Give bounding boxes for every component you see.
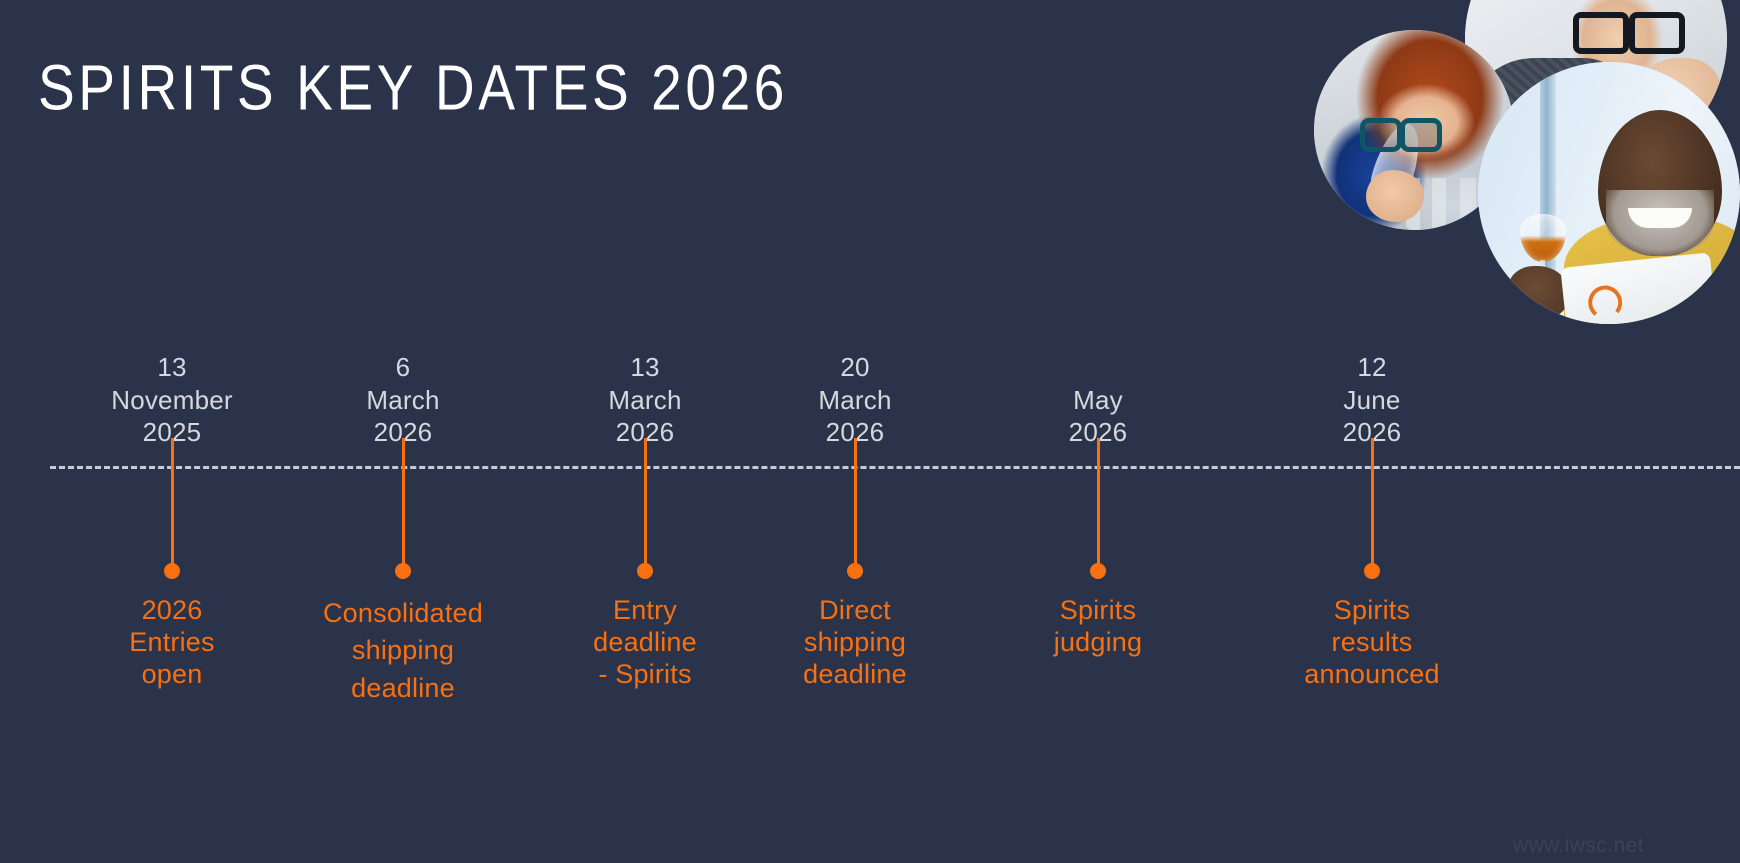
milestone-label-line: Entry — [612, 595, 678, 625]
milestone-date-line: 6 — [395, 352, 411, 383]
photo-man-glasses-eyeglasses — [1573, 12, 1685, 54]
milestone-date-line: 12 — [1357, 352, 1387, 383]
milestone-date-line: 20 — [840, 352, 870, 383]
milestone-label-line: 2026 — [141, 595, 203, 625]
milestone-label-line: deadline — [803, 658, 907, 689]
milestone-connector-line — [1096, 438, 1100, 571]
timeline-axis — [50, 466, 1740, 469]
milestone-connector-line — [170, 438, 174, 571]
milestone-date-line: June — [1343, 384, 1401, 415]
milestone-label-line: results — [1331, 626, 1413, 657]
milestone-dot[interactable] — [637, 563, 653, 579]
photo-smiling-man-smile — [1628, 208, 1692, 228]
milestone-label-line: announced — [1304, 658, 1440, 689]
milestone-dot[interactable] — [164, 563, 180, 579]
milestone-label-line: deadline — [351, 672, 455, 703]
photo-woman-eyeglasses — [1360, 118, 1442, 152]
tasting-glass-bowl — [1520, 214, 1566, 262]
milestone-connector-line — [401, 438, 405, 571]
milestone-label-line: shipping — [803, 626, 907, 657]
milestone-dot[interactable] — [1364, 563, 1380, 579]
page-title: SPIRITS KEY DATES 2026 — [38, 52, 789, 124]
milestone-label-line: Spirits — [1059, 595, 1137, 625]
milestone-date-line: May — [1073, 384, 1123, 415]
photo-cluster — [1310, 0, 1740, 340]
milestone-connector-line — [853, 438, 857, 571]
milestone-label-line: Consolidated — [322, 598, 483, 628]
milestone-dot[interactable] — [1090, 563, 1106, 579]
milestone-date-line: 13 — [157, 352, 187, 383]
photo-smiling-man-with-glass — [1478, 62, 1740, 324]
milestone-label-line: Entries — [129, 626, 215, 657]
milestone-date-line: March — [818, 384, 892, 415]
milestone-connector-line — [1370, 438, 1374, 571]
milestone-dot[interactable] — [847, 563, 863, 579]
watermark: www.iwsc.net — [1513, 834, 1644, 857]
milestone-date-line: November — [111, 384, 233, 415]
milestone-connector-line — [643, 438, 647, 571]
milestone-label-line: shipping — [351, 635, 455, 666]
milestone-label-line: Direct — [819, 595, 891, 625]
milestone-date-line: March — [366, 384, 440, 415]
milestone-date-line: March — [608, 384, 682, 415]
milestone-date-line: 13 — [630, 352, 660, 383]
milestone-dot[interactable] — [395, 563, 411, 579]
milestone-label: Consolidated shipping deadline — [273, 595, 533, 707]
milestone-label-line: Spirits — [1333, 595, 1411, 625]
photo-woman-hand — [1366, 170, 1424, 222]
photo-smiling-man-hand — [1508, 266, 1570, 320]
milestone-label-line: open — [141, 658, 203, 689]
milestone-label-line: judging — [1053, 626, 1143, 657]
milestone-label-line: - Spirits — [598, 658, 692, 689]
milestone-label-line: deadline — [593, 626, 697, 657]
